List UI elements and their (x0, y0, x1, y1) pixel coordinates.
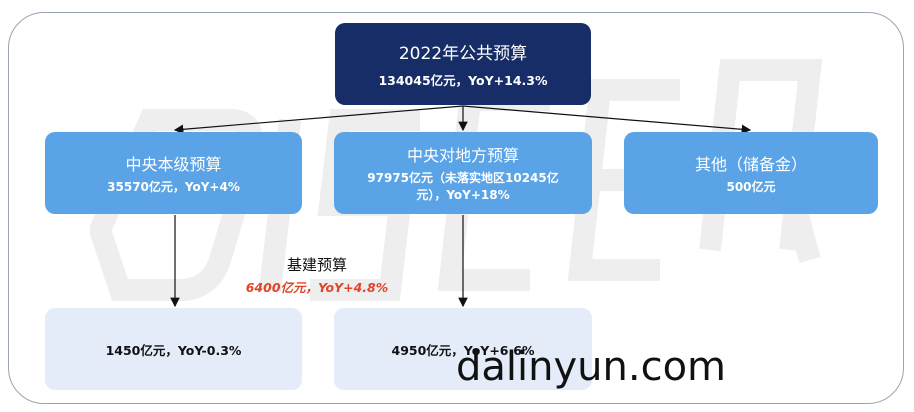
central-budget-title: 中央本级预算 (125, 154, 222, 174)
reserve-budget-box: 其他（储备金） 500亿元 (624, 132, 878, 214)
infra-central-detail: 1450亿元，YoY-0.3% (105, 342, 242, 358)
arrow-to-central (173, 105, 464, 135)
arrow-to-other (462, 105, 752, 135)
watermark-site-text: dalinyun.com (456, 344, 726, 390)
infra-local-detail: 4950亿元，YoY+6.6% (391, 342, 535, 358)
total-budget-title: 2022年公共预算 (398, 44, 528, 64)
infra-budget-title: 基建预算 (286, 256, 347, 274)
transfer-budget-title: 中央对地方预算 (406, 146, 519, 165)
reserve-budget-detail: 500亿元 (726, 179, 776, 194)
total-budget-detail: 134045亿元，YoY+14.3% (378, 73, 548, 88)
diagram-frame (8, 12, 904, 404)
central-budget-detail: 35570亿元，YoY+4% (107, 179, 240, 194)
reserve-budget-title: 其他（储备金） (694, 154, 807, 174)
infra-budget-label: 基建预算 6400亿元，YoY+4.8% (222, 254, 412, 296)
transfer-budget-detail-line1: 97975亿元（未落实地区10245亿 (367, 171, 559, 185)
infra-budget-detail: 6400亿元，YoY+4.8% (245, 280, 389, 295)
infra-local-box: 4950亿元，YoY+6.6% (334, 308, 592, 390)
transfer-budget-detail-line2: 元），YoY+18% (416, 188, 510, 202)
total-budget-box: 2022年公共预算 134045亿元，YoY+14.3% (335, 23, 591, 105)
infra-central-box: 1450亿元，YoY-0.3% (45, 308, 302, 390)
central-budget-box: 中央本级预算 35570亿元，YoY+4% (45, 132, 302, 214)
transfer-budget-box: 中央对地方预算 97975亿元（未落实地区10245亿 元），YoY+18% (334, 132, 592, 214)
